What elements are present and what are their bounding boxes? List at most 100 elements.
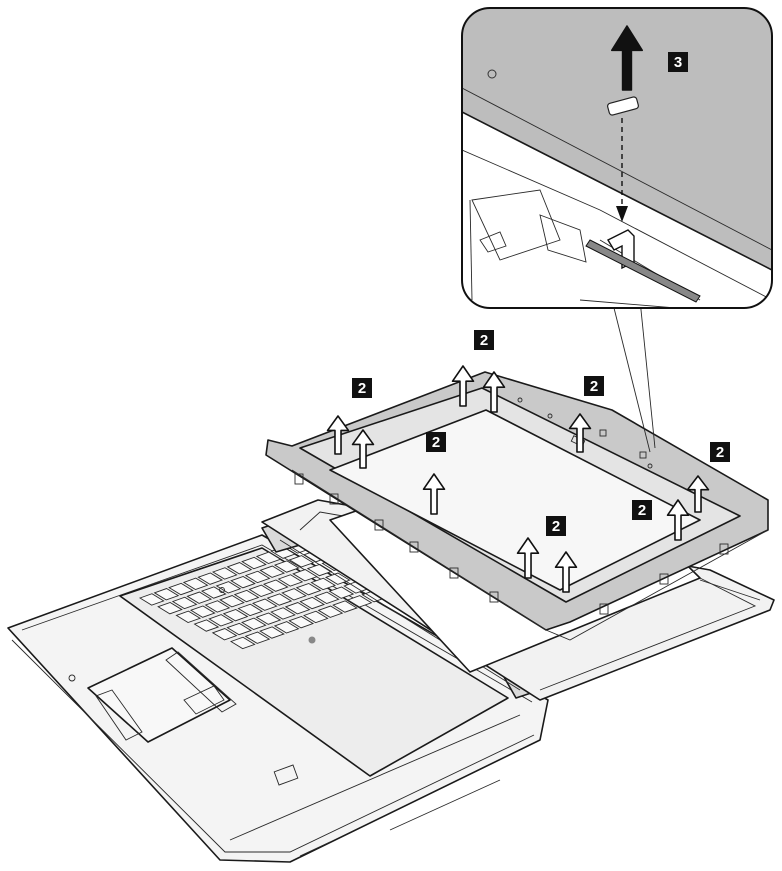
palm-rest [68,587,501,857]
keyboard-key [211,567,238,580]
callout-2-label: 2 [638,502,646,519]
keyboard-key [248,584,275,598]
inset-leader-lines [611,299,656,453]
up-arrow-icon [666,499,690,541]
callout-2-label: 2 [716,444,724,461]
base-screw [68,674,76,682]
up-arrow-icon [686,475,710,513]
callout-2-label: 2 [358,380,366,397]
keyboard-key [302,610,329,624]
keyboard-key [222,608,249,622]
touchpad-right-button [165,651,237,713]
callout-2f: 2 [632,500,652,520]
keyboard-key [288,615,315,629]
keyboard-key [186,591,213,604]
keyboard-key [240,617,267,631]
callout-2c: 2 [584,376,604,396]
keyboard-key [262,579,289,592]
callout-2e: 2 [710,442,730,462]
keyboard-key [273,621,300,634]
keyboard-key [255,612,282,625]
up-arrow-icon [422,473,446,515]
bezel-latch-hole [607,96,639,116]
keyboard-key [288,555,315,568]
up-arrow-icon [611,25,643,91]
keyboard-key [226,622,253,636]
callout-2d: 2 [426,432,446,452]
keyboard-key [204,600,231,613]
callout-2g: 2 [546,516,566,536]
keyboard-key [237,603,264,617]
keyboard-key [299,596,326,610]
keyboard-key [324,572,351,585]
keyboard-key [251,598,278,611]
keyboard-key [266,593,293,606]
up-arrow-icon [451,365,475,407]
up-arrow-icon [568,413,592,453]
up-arrow-icon [516,537,540,579]
keyboard-key [244,570,271,584]
keyboard-key [259,565,286,578]
keyboard-key [284,602,311,615]
keyboard-key [182,577,209,591]
keyboard-key [306,563,333,577]
keyboard-key [281,588,307,601]
keyboard-key [255,551,282,565]
keyboard-key [189,605,216,618]
keyboard-key [244,631,271,644]
fingerprint-reader [273,764,299,786]
keyboard-key [230,575,256,589]
keyboard-key [138,593,165,606]
touchpad-middle-button [183,685,225,715]
keyboard-key [229,636,256,650]
keyboard-key [200,586,227,599]
touchpad [87,647,231,743]
keyboard-key [211,628,238,641]
keyboard-key [175,610,202,624]
up-arrow-icon [554,551,578,593]
callout-2b: 2 [352,378,372,398]
keyboard-key [295,582,322,596]
callout-3-label: 3 [674,54,682,71]
keyboard-key [273,560,300,573]
up-arrow-icon [482,371,506,413]
callout-2-label: 2 [552,518,560,535]
base-screw [219,587,225,593]
lcd-bezel [265,371,769,641]
up-arrow-icon [351,429,375,469]
keyboard-key [208,614,234,627]
trackpoint [308,636,316,644]
keyboard-key [292,569,318,582]
keyboard-key [317,605,344,618]
keyboard-key [193,619,220,632]
keyboard-key [226,562,253,575]
bezel-tabs [294,429,729,615]
lift-arrows [326,25,710,593]
keyboard-key [270,607,296,620]
keyboard-key [219,595,245,608]
keyboard-key [157,601,183,615]
detail-inset [461,7,773,309]
keyboard-key [168,582,194,596]
touchpad-left-button [95,689,143,741]
up-arrow-icon [326,415,350,455]
callout-2-label: 2 [480,332,488,349]
keyboard-key [197,572,224,585]
callout-2-label: 2 [432,434,440,451]
keyboard-key [153,588,180,601]
keyboard-key [233,589,260,603]
keyboard-key [310,577,337,591]
keyboard-key [241,556,267,570]
keyboard-key [313,591,340,605]
keyboard-key [332,600,358,613]
keyboard-key [328,586,355,599]
keyboard-key [346,595,373,608]
callout-2a: 2 [474,330,494,350]
keyboard-key [171,596,198,610]
bezel-opening [329,409,701,591]
keyboard-key [259,626,285,639]
callout-3: 3 [668,52,688,72]
callout-2-label: 2 [590,378,598,395]
keyboard-key [277,574,304,587]
